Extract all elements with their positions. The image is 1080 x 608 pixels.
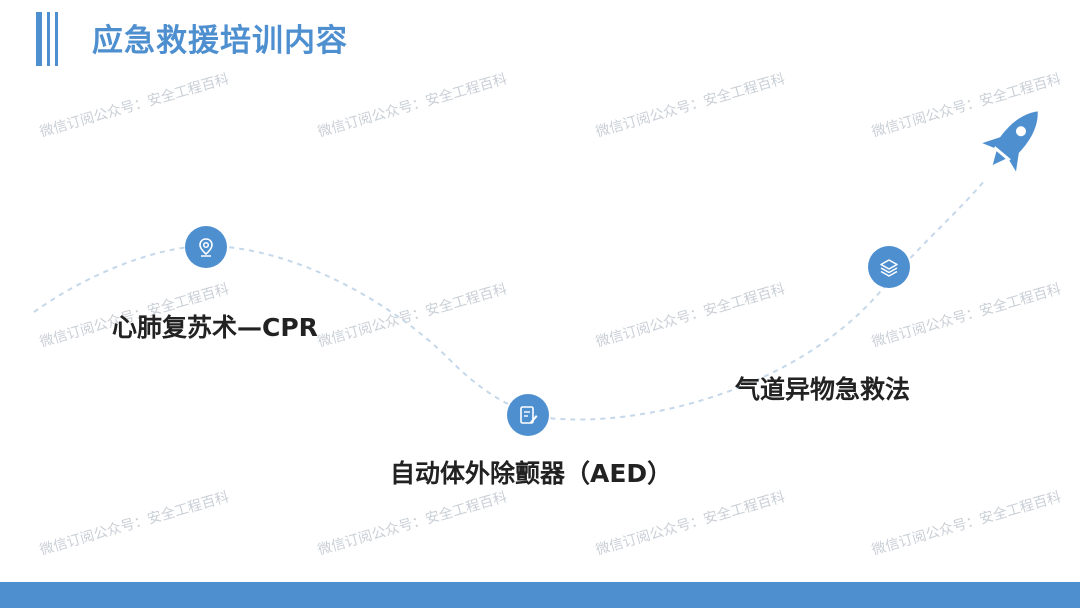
step-node-aed bbox=[507, 394, 549, 436]
step-node-cpr bbox=[185, 226, 227, 268]
step-label-airway: 气道异物急救法 bbox=[735, 375, 911, 404]
step-label-cpr: 心肺复苏术—CPR bbox=[112, 313, 318, 342]
step-node-airway bbox=[868, 246, 910, 288]
footer-bar bbox=[0, 582, 1080, 608]
location-pin-icon bbox=[199, 238, 213, 257]
step-label-aed: 自动体外除颤器（AED） bbox=[390, 459, 673, 488]
title-accent-bars bbox=[36, 12, 66, 66]
page-title: 应急救援培训内容 bbox=[92, 23, 348, 59]
document-edit-icon bbox=[520, 406, 538, 424]
layers-icon bbox=[880, 259, 898, 277]
rocket-icon bbox=[982, 111, 1038, 172]
